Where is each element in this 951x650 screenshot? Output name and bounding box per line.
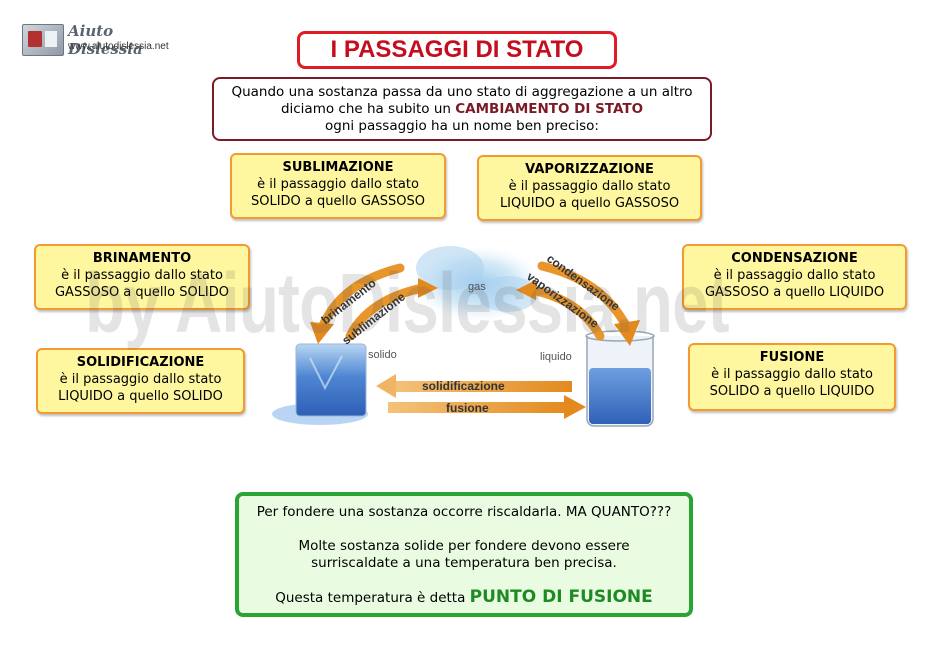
card-sublimazione: SUBLIMAZIONE è il passaggio dallo stato … (230, 153, 446, 219)
card-line: LIQUIDO a quello GASSOSO (499, 196, 680, 211)
logo-url: www.aiutodislessia.net (68, 41, 169, 52)
card-line: è il passaggio dallo stato (61, 268, 223, 283)
card-brinamento: BRINAMENTO è il passaggio dallo stato GA… (34, 244, 250, 310)
note-line-1: Per fondere una sostanza occorre riscald… (256, 504, 672, 520)
fusione-label: fusione (446, 401, 489, 415)
solidificazione-arrowhead (376, 374, 396, 398)
brinamento-arrow (317, 263, 405, 333)
solidificazione-arrow (392, 381, 572, 392)
solidificazione-label: solidificazione (422, 379, 505, 393)
card-line: è il passaggio dallo stato (59, 372, 222, 387)
card-fusione: FUSIONE è il passaggio dallo stato SOLID… (688, 343, 896, 411)
condensazione-label: condensazione (544, 251, 623, 313)
card-title: SOLIDIFICAZIONE (76, 355, 205, 370)
note-line-3: surriscaldate a una temperatura ben prec… (311, 555, 617, 571)
intro-box: Quando una sostanza passa da uno stato d… (212, 77, 712, 141)
sublimazione-arrowhead (418, 278, 438, 298)
card-title: CONDENSAZIONE (731, 251, 858, 266)
logo: Aiuto Dislessia www.aiutodislessia.net (22, 22, 182, 58)
card-line: è il passaggio dallo stato (257, 177, 419, 192)
intro-line-2-text: diciamo che ha subito un (280, 101, 456, 117)
card-title: VAPORIZZAZIONE (525, 162, 654, 177)
states-diagram: gas solido liquido brinamento sublimazio… (272, 246, 655, 427)
fusione-arrow (388, 402, 568, 413)
card-solidificazione: SOLIDIFICAZIONE è il passaggio dallo sta… (36, 348, 245, 414)
punto-di-fusione: PUNTO DI FUSIONE (469, 587, 653, 607)
card-line: SOLIDO a quello LIQUIDO (709, 384, 875, 399)
page-title: I PASSAGGI DI STATO (297, 31, 617, 69)
card-line: è il passaggio dallo stato (508, 179, 671, 194)
card-title: FUSIONE (759, 350, 825, 365)
card-title: SUBLIMAZIONE (282, 160, 394, 175)
condensazione-arrowhead (614, 320, 640, 346)
logo-name: Aiuto Dislessia (68, 22, 143, 58)
intro-line-2: diciamo che ha subito un CAMBIAMENTO DI … (214, 101, 710, 118)
card-condensazione: CONDENSAZIONE è il passaggio dallo stato… (682, 244, 907, 310)
intro-line-3: ogni passaggio ha un nome ben preciso: (324, 118, 599, 134)
card-title: BRINAMENTO (92, 251, 192, 266)
solido-label: solido (368, 349, 397, 361)
card-line: è il passaggio dallo stato (711, 367, 873, 382)
card-line: LIQUIDO a quello SOLIDO (58, 389, 223, 404)
gas-cloud (412, 246, 544, 322)
beaker (585, 330, 655, 427)
fusione-arrowhead (564, 395, 586, 419)
condensazione-arrow (537, 261, 631, 331)
brinamento-arrowhead (310, 322, 334, 344)
note-line-4-text: Questa temperatura è detta (275, 590, 470, 606)
card-line: SOLIDO a quello GASSOSO (250, 194, 426, 209)
card-line: è il passaggio dallo stato (713, 268, 876, 283)
card-line: GASSOSO a quello SOLIDO (54, 285, 230, 300)
note-line-4: Questa temperatura è detta PUNTO DI FUSI… (239, 589, 689, 607)
vaporizzazione-arrowhead (516, 280, 536, 300)
card-line: GASSOSO a quello LIQUIDO (704, 285, 885, 300)
intro-highlight: CAMBIAMENTO DI STATO (455, 101, 644, 117)
vaporizzazione-arrow (527, 285, 605, 341)
card-vaporizzazione: VAPORIZZAZIONE è il passaggio dallo stat… (477, 155, 702, 221)
intro-line-1: Quando una sostanza passa da uno stato d… (231, 84, 693, 100)
liquido-label: liquido (540, 351, 572, 363)
ice-block (272, 343, 368, 425)
book-icon (22, 24, 64, 56)
sublimazione-arrow (345, 283, 427, 341)
note-line-2: Molte sostanza solide per fondere devono… (298, 538, 630, 554)
note-box: Per fondere una sostanza occorre riscald… (235, 492, 693, 617)
gas-label: gas (468, 281, 486, 293)
